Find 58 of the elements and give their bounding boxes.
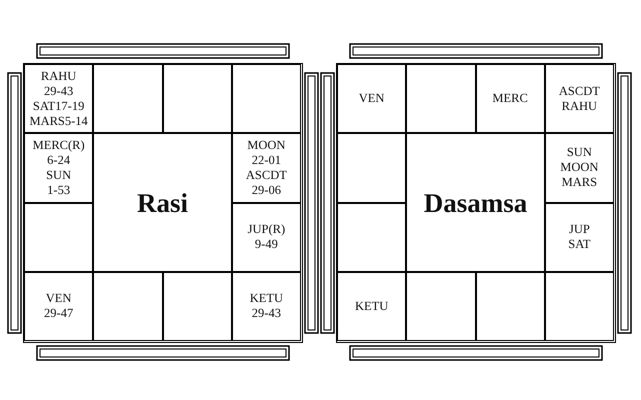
planet-label: 9-49 (254, 237, 278, 252)
planet-label: RAHU (40, 68, 76, 84)
planet-label: RAHU (562, 98, 598, 114)
house-cell (337, 272, 406, 341)
house-cell (406, 64, 476, 134)
house-cell (337, 64, 406, 134)
house-cell (93, 64, 162, 134)
chart-grid (336, 63, 616, 343)
house-cell (232, 202, 301, 272)
planet-label: VEN (46, 291, 72, 306)
house-cell (93, 272, 162, 341)
planet-label: SUN (46, 168, 72, 183)
house-cell (162, 272, 232, 341)
house-cell (337, 133, 406, 202)
planet-label: 22-01 (252, 152, 281, 168)
house-cell (544, 133, 614, 202)
house-cell (476, 272, 545, 341)
house-cell (337, 202, 406, 272)
house-cell (544, 64, 614, 134)
planet-label: JUP (568, 222, 590, 238)
planet-label: MARS (562, 175, 598, 190)
house-cell (232, 133, 301, 202)
planet-label: ASCDT (558, 84, 600, 99)
chart-title: Dasamsa (424, 188, 528, 218)
planet-label: 6-24 (47, 152, 70, 168)
planet-label: MOON (560, 160, 598, 176)
house-cell (544, 202, 614, 272)
planet-label: MERC(R) (32, 138, 85, 153)
planet-label: JUP(R) (248, 222, 286, 238)
planet-label: 29-47 (44, 306, 74, 322)
planet-label: SUN (566, 145, 592, 160)
planet-label: ASCDT (246, 168, 287, 183)
planet-label: SAT (568, 237, 590, 252)
planet-label: 29-06 (252, 182, 281, 198)
planet-label: MOON (247, 138, 286, 153)
chart-grid (23, 63, 303, 343)
house-cell (232, 64, 301, 134)
planet-label: 1-53 (47, 182, 70, 198)
chart-center (406, 133, 545, 272)
house-cell (24, 133, 94, 202)
house-cell (232, 272, 301, 341)
planet-label: VEN (358, 91, 384, 106)
house-cell (476, 64, 545, 134)
house-cell (544, 272, 614, 341)
house-cell (406, 272, 476, 341)
house-cell (24, 64, 94, 134)
planet-label: MERC (492, 91, 528, 106)
planet-label: 29-43 (44, 84, 74, 99)
planet-label: KETU (354, 298, 388, 314)
planet-label: MARS5-14 (29, 114, 88, 129)
chart-center (93, 133, 232, 272)
planet-label: 29-43 (252, 306, 281, 322)
chart-title: Rasi (136, 188, 188, 218)
house-cell (24, 272, 94, 341)
planet-label: SAT17-19 (32, 98, 84, 114)
house-cell (24, 202, 94, 272)
house-cell (162, 64, 232, 134)
planet-label: KETU (250, 291, 284, 306)
